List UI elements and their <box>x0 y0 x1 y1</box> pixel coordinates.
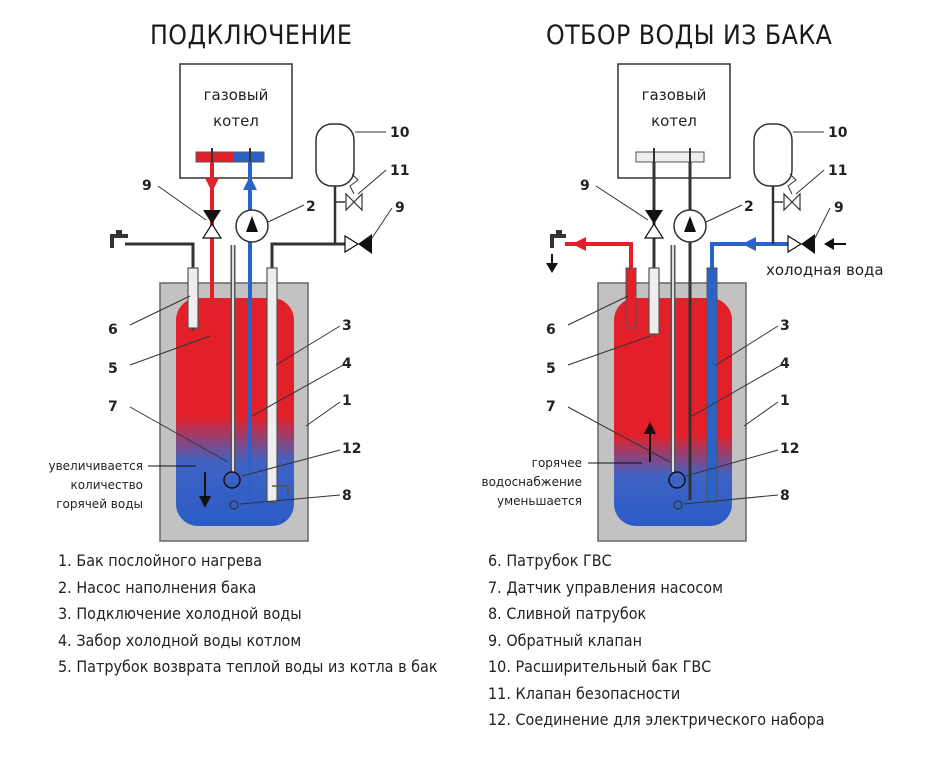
drain-port-icon <box>673 500 683 510</box>
inlet-check-valve-icon <box>787 234 803 254</box>
expansion-tank <box>753 123 793 187</box>
callout-2: 2 <box>744 199 754 215</box>
legend-item: 5. Патрубок возврата теплой воды из котл… <box>58 657 438 676</box>
callout-12: 12 <box>342 441 361 457</box>
callout-8: 8 <box>342 488 352 504</box>
tap-flow-down-icon <box>546 263 558 273</box>
legend-item: 3. Подключение холодной воды <box>58 604 302 623</box>
check-valve-icon <box>203 210 221 224</box>
callout-9: 9 <box>580 178 590 194</box>
legend-right: 6. Патрубок ГВС 7. Датчик управления нас… <box>488 548 825 734</box>
legend-item: 8. Сливной патрубок <box>488 604 647 623</box>
boiler-hot-header <box>196 152 234 162</box>
callout-2: 2 <box>306 199 316 215</box>
callout-9b: 9 <box>834 200 844 216</box>
safety-valve-icon <box>345 192 355 212</box>
inlet-check-valve-icon <box>344 234 360 254</box>
callout-10: 10 <box>390 125 410 141</box>
boiler-label-line2: котел <box>213 112 259 130</box>
legend-item: 11. Клапан безопасности <box>488 683 681 703</box>
legend-item: 4. Забор холодной воды котлом <box>58 630 302 650</box>
callout-7: 7 <box>108 399 118 415</box>
callout-3: 3 <box>780 318 790 334</box>
cold-water-label: холодная вода <box>766 261 884 279</box>
legend-item: 12. Соединение для электрического набора <box>488 710 825 729</box>
electric-connection-icon <box>668 471 686 489</box>
callout-8: 8 <box>780 488 790 504</box>
flow-arrow-left-icon <box>572 237 586 251</box>
left-diagram: газовый котел <box>48 63 410 542</box>
flow-arrow-up-icon <box>243 176 257 190</box>
note-line1: увеличивается <box>48 459 143 473</box>
boiler-header-outline <box>195 151 265 163</box>
callout-1: 1 <box>780 393 790 409</box>
legend-item: 9. Обратный клапан <box>488 630 642 650</box>
callout-4: 4 <box>780 356 790 372</box>
boiler-header <box>635 151 705 163</box>
note-line2: водоснабжение <box>482 475 582 489</box>
safety-valve-icon <box>783 192 793 212</box>
electric-connection-icon <box>223 471 241 489</box>
flow-arrow-down-icon <box>205 178 219 192</box>
level-arrow-down-icon <box>199 496 211 508</box>
callout-5: 5 <box>546 361 556 377</box>
callout-3: 3 <box>342 318 352 334</box>
right-diagram-title: ОТБОР ВОДЫ ИЗ БАКА <box>546 20 833 51</box>
callout-11: 11 <box>390 163 409 179</box>
legend-item: 2. Насос наполнения бака <box>58 577 257 597</box>
faucet-icon <box>110 234 128 248</box>
right-diagram: газовый котел холодная вода <box>482 63 884 542</box>
callout-5: 5 <box>108 361 118 377</box>
legend-item: 6. Патрубок ГВС <box>488 551 612 570</box>
callout-9b: 9 <box>395 200 405 216</box>
note-line3: горячей воды <box>56 497 143 511</box>
drain-port-icon <box>229 500 239 510</box>
left-diagram-title: ПОДКЛЮЧЕНИЕ <box>150 20 353 51</box>
callout-9: 9 <box>142 178 152 194</box>
note-line3: уменьшается <box>497 494 582 508</box>
check-valve-icon <box>645 210 663 224</box>
callout-12: 12 <box>780 441 799 457</box>
boiler-label-line1: газовый <box>204 86 269 104</box>
faucet-icon <box>550 234 566 248</box>
legend-item: 10. Расширительный бак ГВС <box>488 657 712 676</box>
cold-water-arrow-icon <box>824 238 834 250</box>
note-line2: количество <box>70 478 143 492</box>
callout-6: 6 <box>108 322 118 338</box>
callout-7: 7 <box>546 399 556 415</box>
callout-1: 1 <box>342 393 352 409</box>
level-arrow-up-icon <box>644 422 656 434</box>
callout-10: 10 <box>828 125 848 141</box>
callout-4: 4 <box>342 356 352 372</box>
note-line1: горячее <box>532 456 582 470</box>
flow-arrow-left-icon <box>742 237 756 251</box>
legend-item: 1. Бак послойного нагрева <box>58 551 263 570</box>
boiler-label-line2: котел <box>651 112 697 130</box>
callout-6: 6 <box>546 322 556 338</box>
expansion-tank <box>315 123 355 187</box>
connection-schemes: газовый котел <box>48 63 884 542</box>
callout-11: 11 <box>828 163 847 179</box>
legend-item: 7. Датчик управления насосом <box>488 577 723 597</box>
legend-left: 1. Бак послойного нагрева 2. Насос напол… <box>58 548 438 681</box>
boiler-label-line1: газовый <box>642 86 707 104</box>
